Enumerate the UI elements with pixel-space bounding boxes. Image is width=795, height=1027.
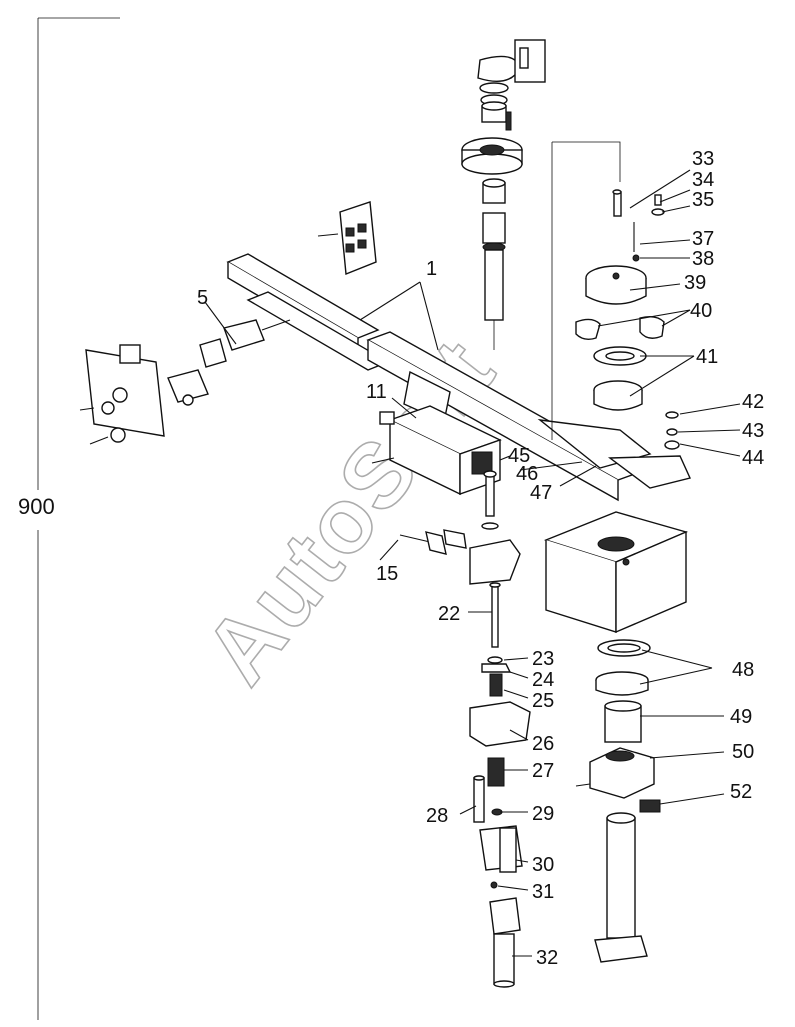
callout-26: 26 (532, 733, 554, 755)
callout-11: 11 (366, 381, 387, 403)
callout-labels: 1 5 11 15 22 23 24 25 26 27 28 29 30 31 … (197, 148, 764, 969)
top-column-assembly (461, 39, 546, 350)
callout-42: 42 (742, 391, 764, 413)
callout-52: 52 (730, 781, 752, 803)
callout-29: 29 (532, 803, 554, 825)
dimension-label: 900 (18, 494, 55, 519)
callout-31: 31 (532, 881, 554, 903)
dimension-line-900: 900 (18, 17, 120, 1020)
lower-column-assembly (469, 582, 531, 988)
callout-35: 35 (692, 189, 714, 211)
callout-44: 44 (742, 447, 764, 469)
callout-22: 22 (438, 603, 460, 625)
callout-24: 24 (532, 669, 554, 691)
right-lower-assembly (575, 639, 661, 963)
callout-48: 48 (732, 659, 754, 681)
callout-1: 1 (426, 258, 437, 280)
bracket-plate (317, 201, 377, 275)
main-frame (226, 253, 691, 502)
callout-5: 5 (197, 287, 208, 309)
callout-23: 23 (532, 648, 554, 670)
callout-50: 50 (732, 741, 754, 763)
callout-30: 30 (532, 854, 554, 876)
callout-43: 43 (742, 420, 764, 442)
callout-34: 34 (692, 169, 714, 191)
callout-47: 47 (530, 482, 552, 504)
callout-45: 45 (508, 445, 530, 467)
latch-assembly (399, 470, 521, 585)
slider-block-assembly (371, 405, 502, 496)
callout-41: 41 (696, 346, 718, 368)
mounting-plate-assembly (79, 319, 291, 445)
callout-37: 37 (692, 228, 714, 250)
callout-27: 27 (532, 760, 554, 782)
right-upper-assembly (551, 141, 680, 450)
callout-40: 40 (690, 300, 712, 322)
callout-33: 33 (692, 148, 714, 170)
callout-28: 28 (426, 805, 448, 827)
callout-38: 38 (692, 248, 714, 270)
leader-lines (204, 169, 741, 957)
callout-49: 49 (730, 706, 752, 728)
callout-39: 39 (684, 272, 706, 294)
callout-46: 46 (516, 463, 538, 485)
callout-25: 25 (532, 690, 554, 712)
callout-15: 15 (376, 563, 398, 585)
press-block (543, 511, 689, 634)
callout-32: 32 (536, 947, 558, 969)
